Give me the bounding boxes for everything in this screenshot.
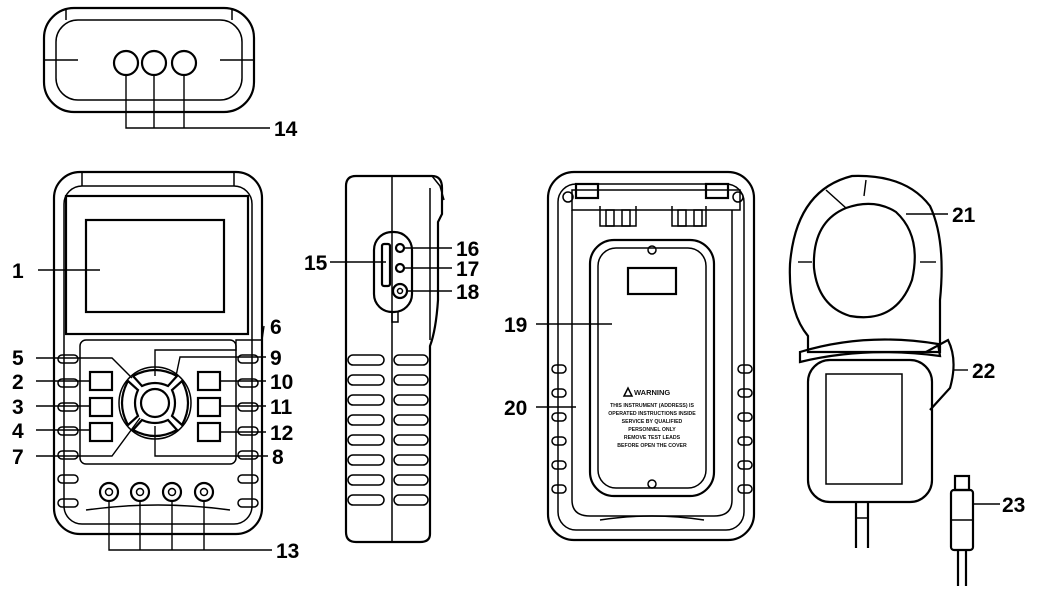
key-12 — [196, 421, 222, 443]
lcd-display — [84, 218, 226, 314]
warning-line-6: BEFORE OPEN THE COVER — [617, 443, 687, 449]
callout-20: 20 — [504, 397, 527, 420]
clamp-output-plug — [949, 474, 975, 586]
callout-6: 6 — [270, 316, 282, 339]
callout-22: 22 — [972, 360, 995, 383]
callout-18: 18 — [456, 281, 480, 304]
callout-17: 17 — [456, 258, 479, 281]
warning-line-4: PERSONNEL ONLY — [628, 427, 676, 433]
callout-3: 3 — [12, 396, 24, 419]
callout-19: 19 — [504, 314, 527, 337]
meter-front-view — [52, 170, 264, 536]
warning-line-5: REMOVE TEST LEADS — [624, 435, 681, 441]
front-right-grip — [237, 354, 259, 508]
top-input-jacks — [112, 49, 198, 77]
callout-21: 21 — [952, 204, 976, 227]
front-left-grip — [57, 354, 79, 508]
back-left-grip — [551, 364, 567, 494]
warning-line-1: THIS INSTRUMENT (ADDRESS) IS — [610, 403, 694, 409]
meter-back-view: WARNING THIS INSTRUMENT (ADDRESS) IS OPE… — [546, 170, 756, 542]
clamp-leader-lines — [906, 213, 1000, 505]
side-grip-left — [347, 354, 385, 506]
key-11 — [196, 396, 222, 418]
callout-11: 11 — [270, 396, 293, 419]
back-leader-lines — [536, 323, 612, 408]
key-4 — [88, 421, 114, 443]
callout-9: 9 — [270, 347, 282, 370]
callout-12: 12 — [270, 422, 293, 445]
callout-10: 10 — [270, 371, 293, 394]
callout-2: 2 — [12, 371, 24, 394]
warning-label: WARNING THIS INSTRUMENT (ADDRESS) IS OPE… — [608, 386, 696, 449]
callout-16: 16 — [456, 238, 479, 261]
callout-4: 4 — [12, 420, 24, 443]
warning-title: WARNING — [634, 388, 670, 397]
clamp-body — [806, 358, 934, 504]
callout-8: 8 — [272, 446, 284, 469]
sd-card-slot — [380, 242, 392, 288]
meter-top-view — [42, 6, 270, 129]
callout-14: 14 — [274, 118, 298, 141]
front-leader-lines — [36, 269, 272, 551]
side-grip-right — [393, 354, 429, 506]
warning-line-3: SERVICE BY QUALIFIED — [622, 419, 683, 425]
meter-side-view — [344, 174, 445, 544]
front-input-terminals — [98, 481, 215, 503]
callout-15: 15 — [304, 252, 328, 275]
callout-labels: 1 2 3 4 5 6 7 8 9 10 11 12 13 14 15 16 1… — [12, 118, 1025, 563]
key-10 — [196, 370, 222, 392]
clamp-jaw — [788, 174, 943, 354]
clamp-trigger — [925, 338, 955, 411]
current-clamp — [788, 174, 955, 548]
battery-cover — [588, 238, 716, 498]
callout-1: 1 — [12, 260, 24, 283]
callout-13: 13 — [276, 540, 299, 563]
callout-7: 7 — [12, 446, 24, 469]
key-3 — [88, 396, 114, 418]
callout-23: 23 — [1002, 494, 1025, 517]
callout-5: 5 — [12, 347, 24, 370]
key-2 — [88, 370, 114, 392]
back-right-grip — [737, 364, 753, 494]
side-leader-lines — [330, 247, 452, 292]
side-connector-panel — [372, 230, 414, 323]
warning-line-2: OPERATED INSTRUCTIONS INSIDE — [608, 411, 696, 417]
